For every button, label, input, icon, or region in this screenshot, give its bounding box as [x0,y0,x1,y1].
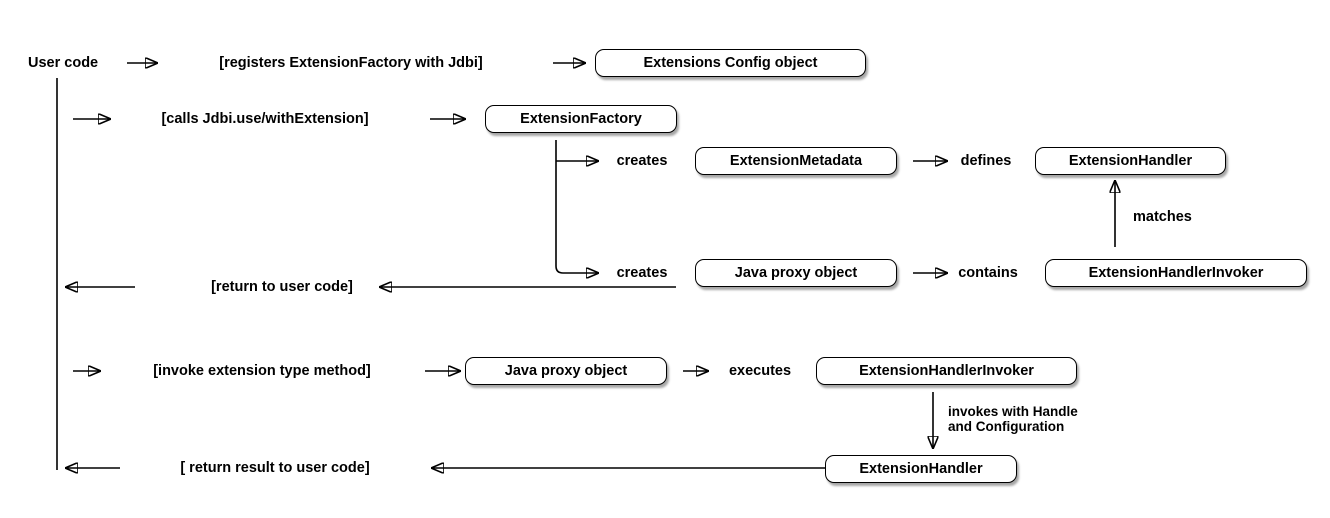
edge-label-defines: defines [960,153,1012,169]
invokes-note-line2: and Configuration [948,418,1065,434]
edge-label-executes: executes [728,363,792,379]
invokes-note-line1: invokes with Handle [948,404,1078,419]
node-extension-handler-bottom: ExtensionHandler [825,455,1017,483]
message-calls-jdbi-use: [calls Jdbi.use/withExtension] [161,111,369,127]
message-return-result-to-user-code: [ return result to user code] [180,460,370,476]
node-extension-handler-invoker-executed: ExtensionHandlerInvoker [816,357,1077,385]
factory-branch-elbow-to-creates-proxy [555,140,598,273]
edge-label-invokes-with-handle: invokes with Handle and Configuration [948,404,1078,434]
edge-label-creates-metadata: creates [616,153,668,169]
node-extension-handler-top: ExtensionHandler [1035,147,1226,175]
node-java-proxy-object-invoked: Java proxy object [465,357,667,385]
actor-user-code-label: User code [28,55,99,71]
message-invoke-extension-type-method: [invoke extension type method] [153,363,371,379]
edge-label-matches: matches [1133,209,1192,225]
node-extension-handler-invoker-contained: ExtensionHandlerInvoker [1045,259,1307,287]
edge-label-contains: contains [958,265,1018,281]
message-registers-extensionfactory: [registers ExtensionFactory with Jdbi] [219,55,483,71]
node-extension-metadata: ExtensionMetadata [695,147,897,175]
node-extension-factory: ExtensionFactory [485,105,677,133]
edge-label-creates-proxy: creates [616,265,668,281]
message-return-to-user-code: [return to user code] [211,279,353,295]
node-java-proxy-object-created: Java proxy object [695,259,897,287]
node-extensions-config-object: Extensions Config object [595,49,866,77]
